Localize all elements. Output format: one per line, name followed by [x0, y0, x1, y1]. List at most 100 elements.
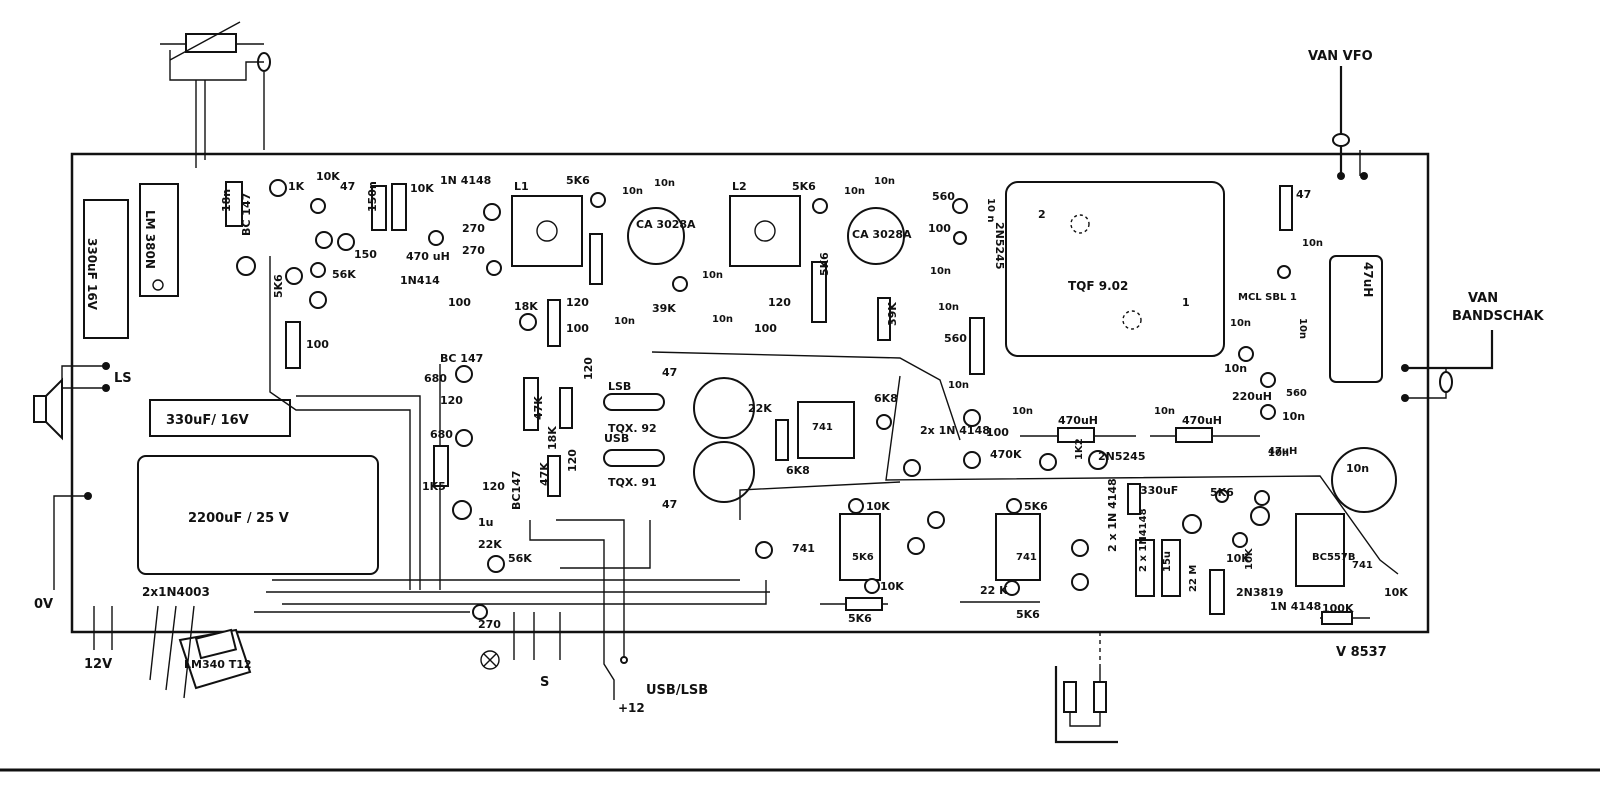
res-1k5-label: 1K5: [422, 480, 446, 493]
trim-22k-a-label: 22K: [748, 402, 772, 415]
res-5k6-f-label: 5K6: [852, 552, 874, 563]
diodes-1n4148-a-label: 2x 1N 4148: [920, 424, 990, 437]
ca3028a-2-body: [847, 207, 905, 265]
cap-330uf-body: [83, 199, 129, 339]
res-1k2-label: 1K2: [1074, 438, 1085, 460]
v12-label: 12V: [84, 657, 112, 672]
lm340-regulator: [149, 605, 252, 699]
transistor-bc557b-label: BC557B: [1312, 552, 1355, 563]
cap-10n-i-label: 10n: [930, 266, 951, 277]
cap-10n-j-label: 10n: [938, 302, 959, 313]
bottom-leads: [480, 612, 628, 700]
loudspeaker: [33, 362, 110, 441]
res-680-a-label: 680: [424, 372, 447, 385]
diodes-1n4148-c-label: 2 x 1N4148: [1138, 508, 1149, 572]
cap-10n-d-label: 10n: [874, 176, 895, 187]
cap-10n-k-label: 10n: [948, 380, 969, 391]
res-47-a-label: 47: [340, 180, 355, 193]
trimmer-circle-b: [693, 441, 755, 503]
res-680-b-label: 680: [430, 428, 453, 441]
res-120-d-label: 120: [582, 357, 595, 380]
transistor-bc147-top-label: BC 147: [240, 193, 253, 236]
res-5k6-c-label: 5K6: [792, 180, 816, 193]
bottom-trimmer-assembly: [1054, 632, 1118, 744]
res-56k-label: 56K: [332, 268, 356, 281]
res-10k-b-label: 10K: [410, 182, 434, 195]
ic-lm380n-label: LM 380N: [143, 210, 157, 269]
capacitor-330uf-mid-label: 330uF/ 16V: [166, 413, 249, 428]
ls-label: LS: [114, 371, 132, 386]
res-470k-label: 470K: [990, 448, 1022, 461]
mixer-mcl-sbl1-label: MCL SBL 1: [1238, 292, 1297, 303]
fet-2n5245-a-label: 2N5245: [993, 222, 1006, 269]
s-label: S: [540, 675, 549, 690]
usb-lsb-label: USB/LSB: [646, 683, 708, 698]
cap-2200uf-body: [137, 455, 379, 575]
res-18k-a-label: 18K: [514, 300, 538, 313]
ic-741-b-label: 741: [1016, 552, 1037, 563]
coil-220uh-label: 220uH: [1232, 390, 1272, 403]
res-10k-f-label: 10K: [1244, 547, 1255, 570]
res-18k-b-label: 18K: [546, 426, 559, 450]
res-5k6-i-label: 5K6: [1210, 486, 1234, 499]
cap-330uf-mid-body: [149, 399, 291, 437]
res-100-a-label: 100: [306, 338, 329, 351]
res-10k-e-label: 10K: [1226, 552, 1250, 565]
res-100k-label: 100K: [1322, 602, 1354, 615]
pin-2-label: 2: [1038, 208, 1046, 221]
res-6k8-b-label: 6K8: [786, 464, 810, 477]
res-56k-b-label: 56K: [508, 552, 532, 565]
l1-can: [511, 195, 583, 267]
fet-2n5245-b-label: 2N5245: [1098, 450, 1145, 463]
regulator-lm340-label: LM340 T12: [184, 658, 252, 671]
resistor-bodies: [225, 181, 1353, 625]
capacitor-2200uf-label: 2200uF / 25 V: [188, 511, 289, 526]
plus12-label: +12: [618, 701, 645, 715]
cap-10n-n-label: 10n: [1268, 448, 1289, 459]
tqf902-body: [1005, 181, 1225, 357]
coil-470uh-left-label: 470 uH: [406, 250, 450, 263]
diode-1n4148-right-label: 1N 4148: [1270, 600, 1321, 613]
cap-10n-l-label: 10n: [1012, 406, 1033, 417]
res-100-b-label: 100: [448, 296, 471, 309]
cap-10n-p-label: 10n: [1230, 318, 1251, 329]
ground-lead: [53, 495, 88, 590]
crystal-tqx92-body: [603, 393, 665, 411]
cap-10n-r-label: 10n: [1224, 362, 1247, 375]
res-10k-c-label: 10K: [866, 500, 890, 513]
res-5k6-h-label: 5K6: [1016, 608, 1040, 621]
capacitor-330uf-right-label: 330uF: [1140, 484, 1178, 497]
pin-1-label: 1: [1182, 296, 1190, 309]
board-outline: [70, 152, 1430, 634]
res-6k8-a-label: 6K8: [874, 392, 898, 405]
cap-18n-label: 18n: [220, 189, 233, 212]
cap-10n-o-label: 10n: [1302, 238, 1323, 249]
solder-pads: [236, 179, 1291, 620]
res-100-c-label: 100: [754, 322, 777, 335]
res-120-e-label: 120: [482, 480, 505, 493]
res-5k6-d-label: 5K6: [818, 252, 831, 276]
res-47k-a-label: 47K: [532, 396, 545, 420]
res-47-b-label: 47: [1296, 188, 1311, 201]
ic-741-c-body: [995, 513, 1041, 581]
trimmer-circle-a: [693, 377, 755, 439]
cap-15u-label: 15u: [1162, 551, 1173, 572]
board-id-label: V 8537: [1336, 645, 1387, 660]
ic-741-c-label: 741: [792, 542, 815, 555]
cap-10n-t-label: 10n: [1346, 462, 1369, 475]
res-22m-label: 22 M: [1188, 565, 1199, 592]
lm380-body: [139, 183, 179, 297]
filter-tqf902-label: TQF 9.02: [1068, 279, 1128, 293]
cap-10n-g-label: 10n: [614, 316, 635, 327]
cap-10n-s-label: 10n: [1282, 410, 1305, 423]
label-usb-label: USB: [604, 432, 629, 445]
fet-2n3819-label: 2N3819: [1236, 586, 1283, 599]
diode-1n414-label: 1N414: [400, 274, 440, 287]
res-560-a-label: 560: [932, 190, 955, 203]
res-120-f-label: 120: [566, 449, 579, 472]
label-lsb-label: LSB: [608, 380, 631, 393]
cap-10n-h-label: 10 n: [985, 198, 996, 223]
res-39k-a-label: 39K: [652, 302, 676, 315]
res-120-b-label: 120: [566, 296, 589, 309]
